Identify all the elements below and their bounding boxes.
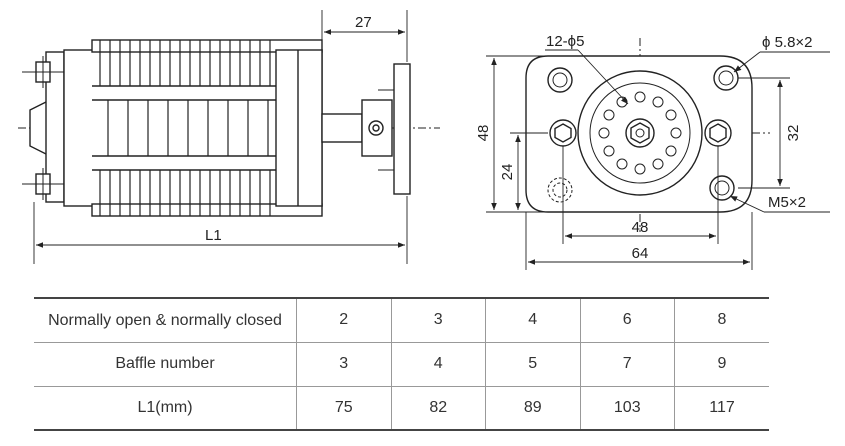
leader-12-holes [577,49,629,105]
dim-label-64: 64 [632,245,649,262]
table-cell: 4 [390,341,486,387]
table-cell: 8 [674,297,769,343]
center-hex-bolt [625,118,655,148]
right-end-plate [275,49,323,207]
mount-hole-top-left [547,67,573,93]
label-thread: M5×2 [768,194,806,211]
contact-fins-top [99,40,271,86]
table-cell: 75 [296,385,392,431]
mounting-flange [393,63,411,195]
front-view [486,38,830,270]
table-cell: 9 [674,341,769,387]
table-cell: 7 [579,341,675,387]
table-row: Normally open & normally closed 2 3 4 6 … [34,297,769,343]
dim-label-l1: L1 [205,227,222,244]
side-view [18,10,440,264]
row-header: Normally open & normally closed [34,297,297,343]
middle-segments [107,100,269,156]
dim-label-48-horizontal: 48 [632,219,649,236]
dim-label-24: 24 [499,164,516,181]
table-row: L1(mm) 75 82 89 103 117 [34,385,769,431]
main-disc [577,70,703,196]
hole-circle-12 [598,91,682,175]
table-cell: 6 [579,297,675,343]
table-cell: 103 [579,385,675,431]
table-cell: 4 [485,297,581,343]
shaft [321,113,363,143]
table-cell: 3 [296,341,392,387]
dim-label-27: 27 [355,14,372,31]
left-bolt-bottom [22,168,70,200]
spec-table: Normally open & normally closed 2 3 4 6 … [34,297,769,431]
hidden-hole-bottom-left [547,177,573,203]
leader-mount-holes [733,51,761,73]
inner-disc [589,82,691,184]
table-cell: 2 [296,297,392,343]
shaft-coupling [361,99,393,157]
table-cell: 117 [674,385,769,431]
label-mount-holes: ϕ 5.8×2 [762,34,813,51]
contact-fins-bottom [99,170,271,216]
row-header: Baffle number [34,341,297,387]
thread-hole-bottom-right [709,175,735,201]
coupling-bolt [368,120,384,136]
table-cell: 89 [485,385,581,431]
row-header: L1(mm) [34,385,297,431]
left-bolt-top [22,56,70,88]
label-12-holes: 12-ϕ5 [546,33,584,50]
table-cell: 82 [390,385,486,431]
table-row: Baffle number 3 4 5 7 9 [34,341,769,387]
technical-drawing: 27 L1 [18,10,830,270]
table-cell: 5 [485,341,581,387]
dim-label-48-vertical: 48 [475,125,492,142]
base-plate [525,55,753,213]
leader-thread [729,195,765,213]
table-cell: 3 [390,297,486,343]
dim-label-32: 32 [785,125,802,142]
